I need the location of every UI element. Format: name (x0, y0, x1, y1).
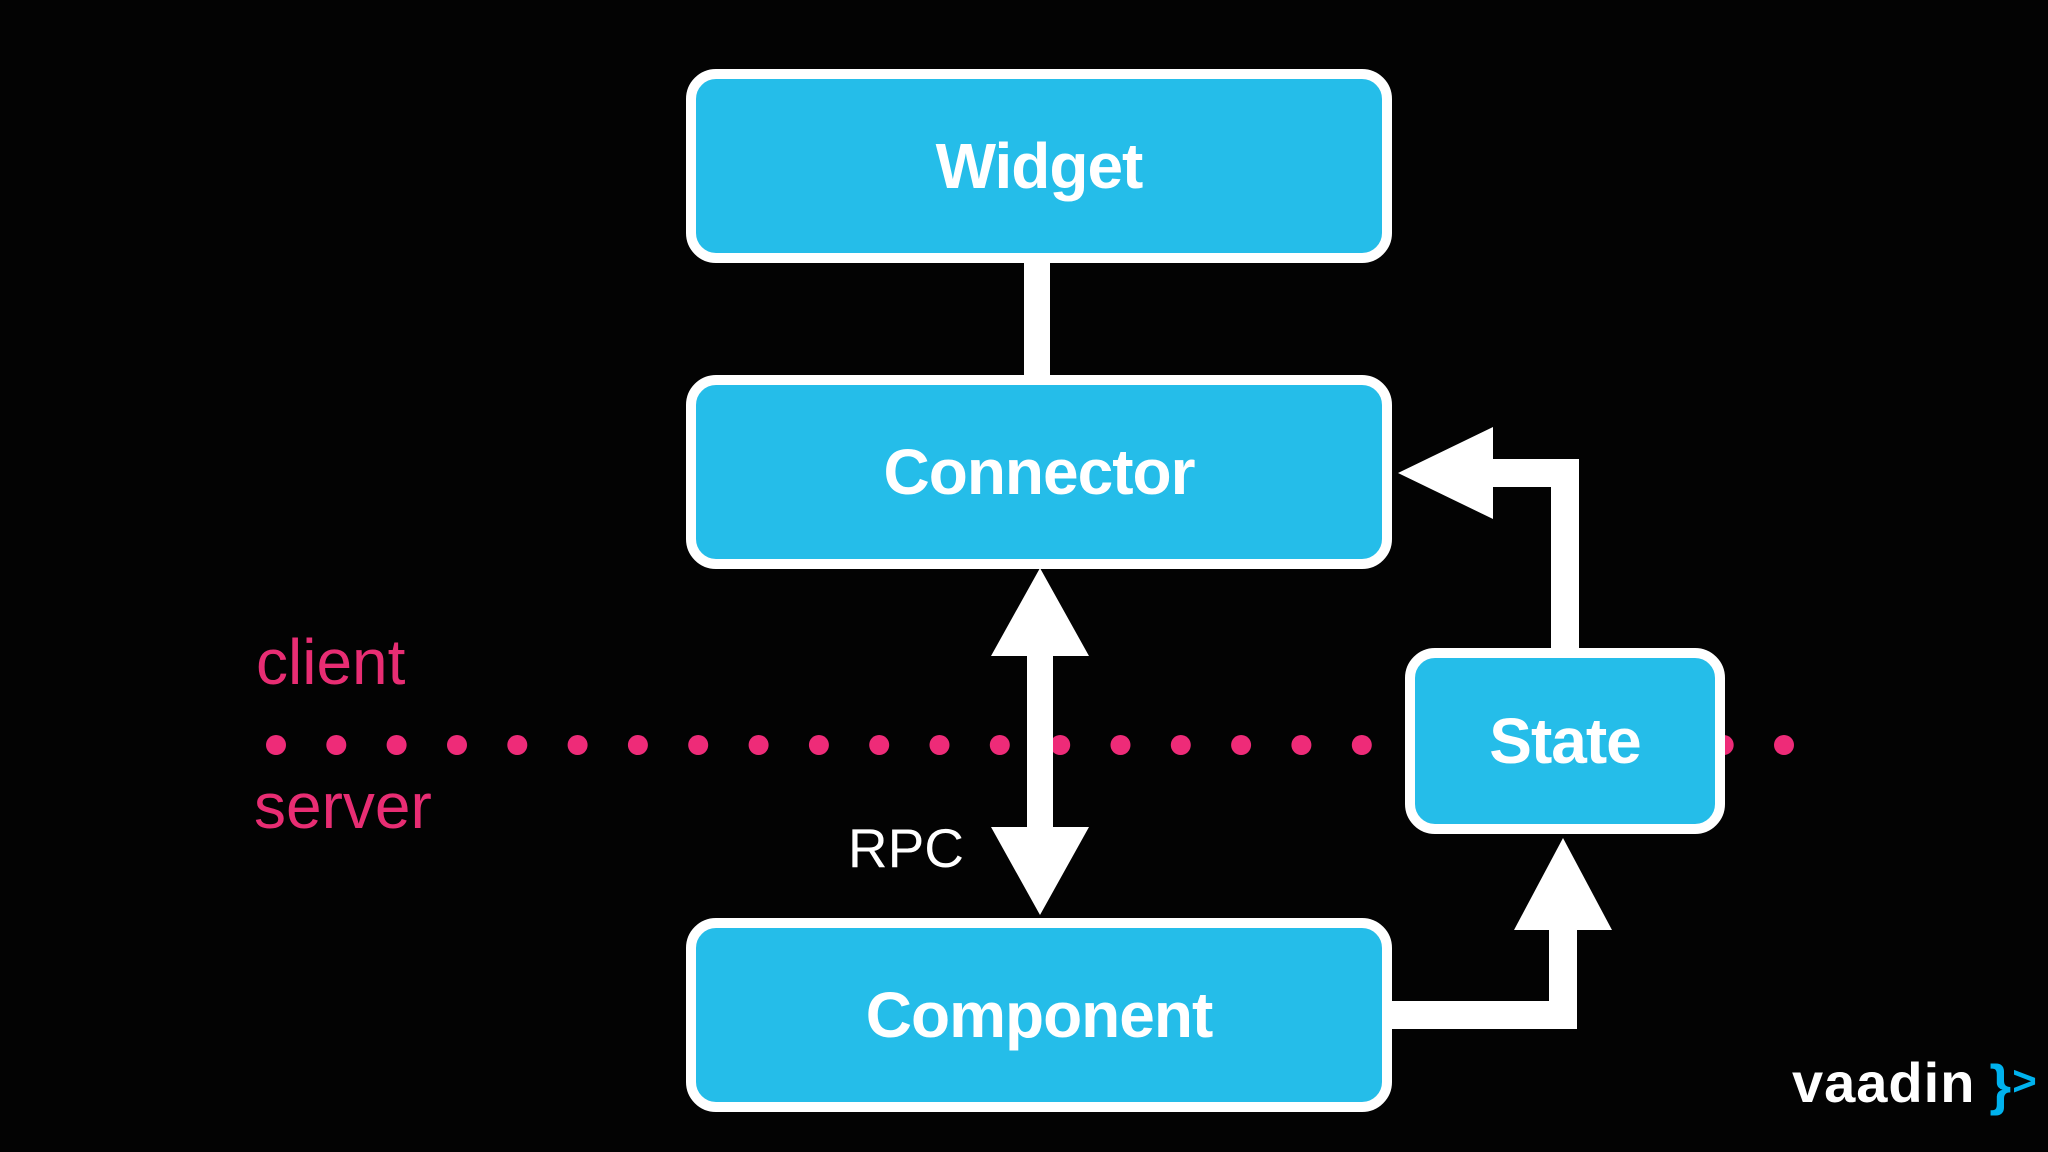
divider-dot (447, 735, 467, 755)
rpc-label: RPC (847, 817, 964, 879)
divider-dot (1231, 735, 1252, 755)
vaadin-logo-text: vaadin (1792, 1051, 1976, 1114)
node-connector: Connector (686, 375, 1392, 569)
divider-dot (1050, 735, 1071, 755)
widget-connector-link (1024, 245, 1050, 385)
divider-dot (386, 735, 407, 755)
vaadin-logo: vaadin } > (1792, 1052, 2037, 1114)
state-connector-arrowhead (1398, 427, 1493, 519)
connector-component-double-arrow (991, 568, 1089, 915)
divider-dot (266, 735, 286, 755)
divider-dot (688, 735, 709, 755)
divider-dot (1351, 735, 1372, 755)
node-label-connector: Connector (883, 436, 1196, 508)
node-widget: Widget (686, 69, 1392, 263)
node-component: Component (686, 918, 1392, 1112)
node-state: State (1405, 648, 1725, 834)
vaadin-logo-chevron-icon: > (2012, 1057, 2037, 1104)
server-label: server (254, 770, 432, 842)
divider-dot (627, 735, 648, 755)
divider-dot (507, 735, 528, 755)
component-state-arrow-line (1392, 926, 1577, 1029)
divider-dot (326, 735, 347, 755)
node-label-component: Component (865, 979, 1213, 1051)
divider-dot (1774, 735, 1794, 755)
divider-dot (869, 735, 890, 755)
component-state-arrowhead (1514, 838, 1612, 930)
node-label-state: State (1489, 705, 1641, 777)
divider-dot (1291, 735, 1312, 755)
divider-dot (567, 735, 588, 755)
divider-dot (1110, 735, 1131, 755)
state-connector-arrow-line (1493, 459, 1579, 652)
divider-dot (808, 735, 829, 755)
divider-dot (748, 735, 769, 755)
vaadin-logo-brace-icon: } (1989, 1053, 2012, 1116)
node-label-widget: Widget (935, 130, 1144, 202)
client-label: client (256, 626, 406, 698)
divider-dot (989, 735, 1010, 755)
divider-dot (1170, 735, 1191, 755)
divider-dot (929, 735, 950, 755)
